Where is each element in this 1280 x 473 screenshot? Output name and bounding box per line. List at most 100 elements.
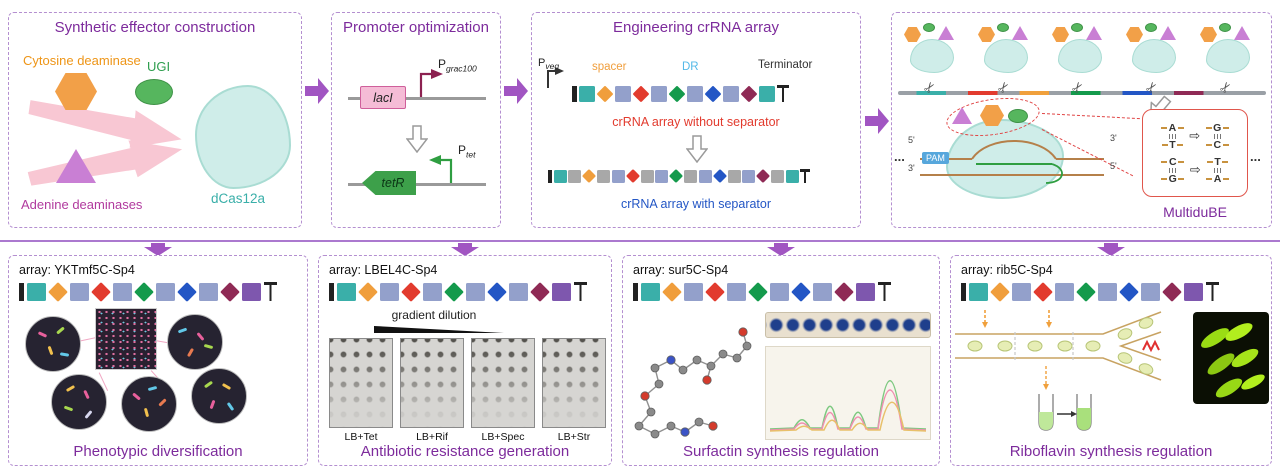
array-block-green <box>668 85 686 102</box>
workflow-arrow-3 <box>865 108 889 134</box>
colony-micrograph <box>191 368 247 424</box>
panel-result-title: Antibiotic resistance generation <box>360 443 570 460</box>
array-block-slate <box>466 282 485 301</box>
array-block-slate <box>70 282 89 301</box>
plate-label-spec: LB+Spec <box>481 431 525 443</box>
scissors-icon: ✂ <box>919 77 940 97</box>
plate-label-rif: LB+Rif <box>416 431 448 443</box>
section-divider <box>0 240 1280 242</box>
ptet-label: Ptet <box>458 143 475 159</box>
pgrac100-label: Pgrac100 <box>438 57 477 73</box>
colony-micrograph <box>167 314 223 370</box>
gradient-wedge <box>374 326 504 333</box>
pgrac100-promoter-arrow <box>419 69 443 97</box>
array-block-slate <box>684 282 703 301</box>
ugi-icon <box>923 23 935 32</box>
array-block-teal <box>969 282 988 301</box>
array-block-term <box>878 282 891 301</box>
promoter-p: P <box>458 143 467 157</box>
base-pair: G C <box>1204 122 1230 150</box>
array-block-orange <box>990 281 1010 302</box>
panel-surfactin: array: sur5C-Sp4 <box>622 255 940 466</box>
cytosine-deaminase-icon <box>1126 27 1143 42</box>
spacer-label: spacer <box>592 61 627 73</box>
base-bottom: T <box>1160 139 1184 150</box>
dcas12a-blob <box>1132 39 1176 73</box>
array-block-term <box>574 282 587 301</box>
array-block-slate <box>655 169 668 183</box>
laci-gene-box: lacI <box>360 86 406 109</box>
with-separator-label: crRNA array with separator <box>620 197 772 211</box>
array-block-gray <box>640 169 654 183</box>
array-block-teal <box>27 282 46 301</box>
array-block-teal <box>641 282 660 301</box>
array-block-orange <box>48 281 68 302</box>
array-block-slate <box>1055 282 1074 301</box>
bacteria-rod <box>158 398 167 407</box>
array-block-teal <box>759 85 775 102</box>
dcas12a-complex: ✂ <box>1050 23 1114 107</box>
bacteria-rod <box>203 380 214 389</box>
bacteria-rod <box>196 332 205 341</box>
dilution-plate <box>400 338 464 428</box>
array-block-cap <box>961 282 966 301</box>
promoter-p: P <box>538 57 546 69</box>
adenine-deaminase-icon <box>1012 26 1028 40</box>
array-block-blue <box>1119 281 1139 302</box>
flow-arrow-down-3 <box>767 243 795 256</box>
surfactin-molecule <box>634 327 752 439</box>
three-prime-label-right: 3' <box>1110 133 1117 143</box>
flow-arrow-down-2 <box>451 243 479 256</box>
array-block-gray <box>597 169 610 183</box>
array-block-slate <box>509 282 528 301</box>
base-conversion-box: A T ⇨ G C C G ⇨ T <box>1142 109 1248 197</box>
base-top: C <box>1160 156 1186 167</box>
array-block-purple <box>552 282 571 301</box>
promoter-sub: veg <box>545 61 560 72</box>
array-block-term <box>800 169 810 183</box>
array-block-cap <box>329 282 334 301</box>
array-block-blue <box>177 281 197 302</box>
panel-crrna-array: Engineering crRNA array Pveg spacer DR T… <box>531 12 861 228</box>
panel-result-title: Riboflavin synthesis regulation <box>1009 443 1213 460</box>
dcas12a-label: dCas12a <box>211 191 266 206</box>
base-bottom: G <box>1160 173 1186 184</box>
dilution-plate <box>471 338 535 428</box>
dcas12a-complex: ✂ <box>902 23 966 107</box>
conversion-arrow-icon: ⇨ <box>1189 128 1201 143</box>
chromatogram-traces <box>769 380 927 432</box>
array-block-maroon <box>740 85 758 102</box>
cytosine-deaminase-icon <box>904 27 921 42</box>
gene-backbone-line <box>348 97 486 100</box>
array-block-slate <box>698 169 712 183</box>
scissors-icon: ✂ <box>1215 77 1236 97</box>
adenine-deaminases-label: Adenine deaminases <box>21 197 143 212</box>
panel-promoter-optimization: Promoter optimization lacI Pgrac100 tetR… <box>331 12 501 228</box>
colony-micrograph <box>51 374 107 430</box>
array-name-label: array: YKTmf5C-Sp4 <box>19 263 135 277</box>
array-block-gray <box>727 169 741 183</box>
fluorescence-micrograph <box>1193 312 1269 404</box>
panel-synthetic-effector: Synthetic effector construction Cytosine… <box>8 12 302 228</box>
dcas12a-blob <box>1058 39 1102 73</box>
array-block-slate <box>742 169 755 183</box>
array-block-red <box>1033 281 1053 302</box>
array-block-term <box>777 85 789 102</box>
step-arrow-down <box>406 125 428 153</box>
ptet-promoter-arrow <box>429 155 453 183</box>
tetr-gene-box: tetR <box>362 171 416 195</box>
fusion-arrow-top <box>28 100 182 148</box>
conversion-arrow-icon: ⇨ <box>1189 162 1201 177</box>
array-block-slate <box>651 85 667 102</box>
array-block-blue <box>791 281 811 302</box>
array-block-red <box>91 281 111 302</box>
array-block-maroon <box>834 281 854 302</box>
array-block-red <box>401 281 421 302</box>
ugi-icon <box>1219 23 1231 32</box>
conversion-row-cg: C G ⇨ T A <box>1143 156 1247 184</box>
bacteria-rod <box>177 327 188 334</box>
terminator-label: Terminator <box>758 59 813 71</box>
bacteria-rod <box>84 410 93 419</box>
bacteria-rod <box>83 389 90 400</box>
crrna-array-graphic <box>329 281 587 302</box>
